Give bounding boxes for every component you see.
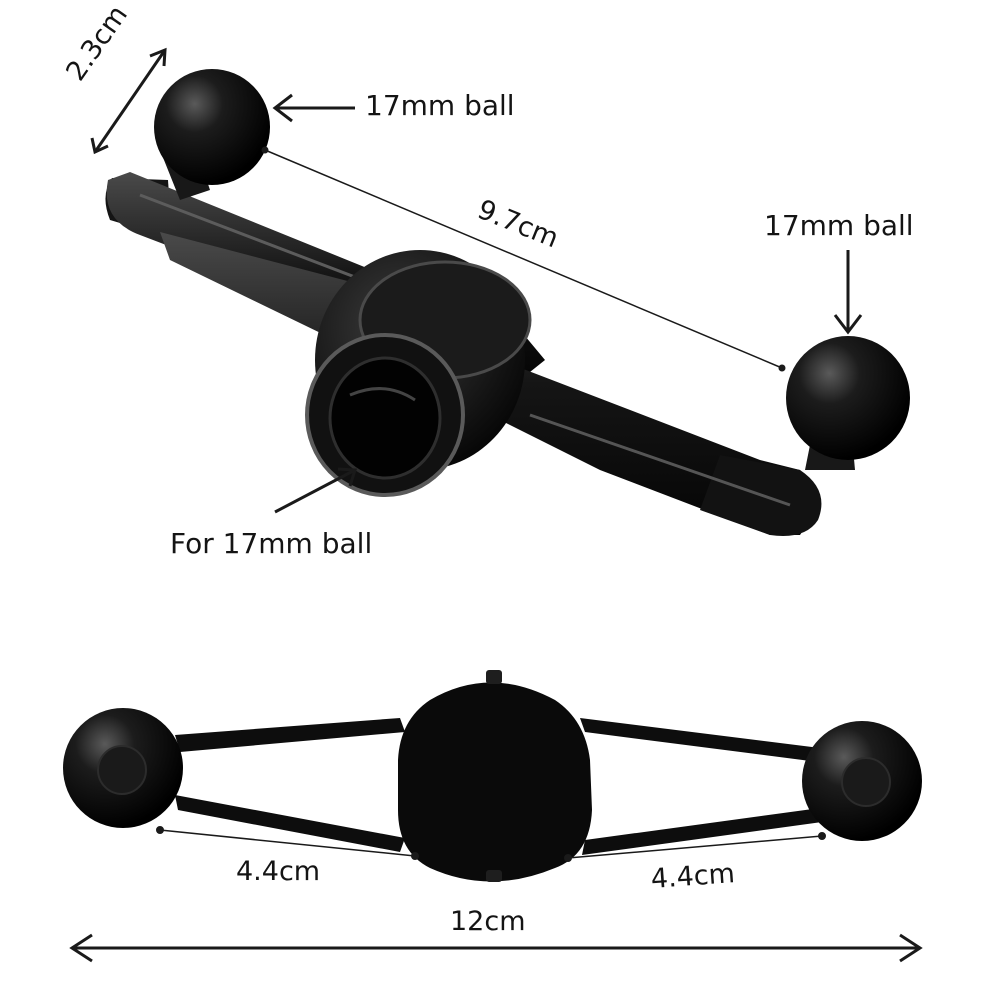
ball-left-pointer-arrowhead <box>272 93 293 123</box>
label-ball-top-right: 17mm ball <box>764 209 914 242</box>
left-span-endpoint <box>411 852 419 860</box>
mount-top-view <box>63 670 922 882</box>
right-span-dimension-line <box>567 835 823 859</box>
label-socket: For 17mm ball <box>170 527 373 560</box>
right-ball-17mm <box>786 336 910 460</box>
ball-right-pointer-arrowhead <box>833 314 863 335</box>
socket-inner-highlight <box>349 387 416 402</box>
right-ball-stem-cap <box>841 757 891 807</box>
hub-socket-opening <box>328 356 442 480</box>
ball-diameter-dimension-line <box>93 49 167 153</box>
central-hub <box>398 682 592 882</box>
left-ball-stem-cap <box>97 745 147 795</box>
left-span-endpoint <box>156 826 164 834</box>
right-lower-arm <box>582 808 822 855</box>
hub-bottom-tab <box>486 870 502 882</box>
total-width-arrowhead-right <box>899 933 923 963</box>
socket-pointer-line <box>274 468 356 514</box>
ball-diameter-arrowhead <box>90 137 109 155</box>
left-lower-arm <box>175 795 405 852</box>
top-annotations <box>90 47 863 514</box>
label-right-span: 4.4cm <box>649 858 736 895</box>
label-left-span: 4.4cm <box>236 856 321 887</box>
bottom-annotations <box>69 826 923 963</box>
socket-pointer-arrowhead <box>337 467 358 487</box>
label-ball-top-left: 17mm ball <box>365 89 515 122</box>
arm-length-endpoint <box>261 146 269 154</box>
total-width-arrowhead-left <box>69 933 93 963</box>
arm-highlight <box>529 413 791 507</box>
ball-diameter-arrowhead <box>149 47 167 67</box>
arm-length-dimension-line <box>264 149 783 369</box>
right-upper-arm <box>580 718 820 762</box>
right-span-endpoint <box>564 854 572 862</box>
hub-top-tab <box>486 670 502 684</box>
left-upper-arm <box>175 718 405 752</box>
right-span-endpoint <box>818 832 826 840</box>
label-total-width: 12cm <box>450 906 526 937</box>
left-span-dimension-line <box>159 829 416 857</box>
arm-length-endpoint <box>778 364 786 372</box>
mount-perspective-view <box>105 69 910 536</box>
left-ball-17mm <box>154 69 270 185</box>
